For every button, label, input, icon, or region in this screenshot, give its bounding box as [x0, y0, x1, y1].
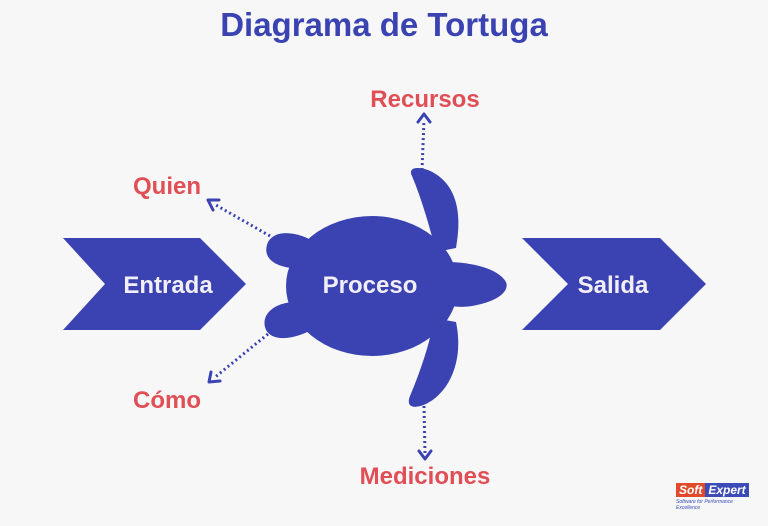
who-label: Quien — [133, 173, 201, 200]
arrow-how — [213, 332, 269, 380]
arrow-measurements — [422, 405, 427, 455]
turtle-shell — [286, 216, 458, 356]
input-chevron — [63, 238, 246, 330]
turtle-front-flipper-top — [410, 168, 459, 252]
softexpert-logo: Soft Expert Software for Performance Exc… — [676, 483, 756, 511]
arrow-who — [213, 202, 271, 238]
arrow-head-who — [206, 198, 221, 212]
turtle-front-flipper-bottom — [408, 318, 459, 407]
resources-label: Recursos — [370, 86, 479, 113]
arrow-heads — [206, 112, 433, 461]
arrow-resources — [420, 119, 426, 171]
logo-tagline: Software for Performance Excellence — [676, 499, 733, 511]
measurements-label: Mediciones — [360, 463, 491, 490]
arrow-head-resources — [416, 112, 432, 124]
output-chevron — [522, 238, 706, 330]
how-label: Cómo — [133, 387, 201, 414]
page-title: Diagrama de Tortuga — [220, 6, 548, 43]
output-label: Salida — [578, 272, 649, 299]
arrow-head-how — [207, 370, 222, 384]
logo-soft-text: Soft — [676, 483, 706, 497]
dotted-arrows — [213, 119, 427, 455]
input-label: Entrada — [123, 272, 213, 299]
process-label: Proceso — [323, 272, 418, 299]
arrow-head-measurements — [417, 449, 433, 461]
turtle-shape — [264, 168, 507, 407]
logo-expert-text: Expert — [705, 483, 749, 497]
turtle-head — [446, 262, 507, 307]
